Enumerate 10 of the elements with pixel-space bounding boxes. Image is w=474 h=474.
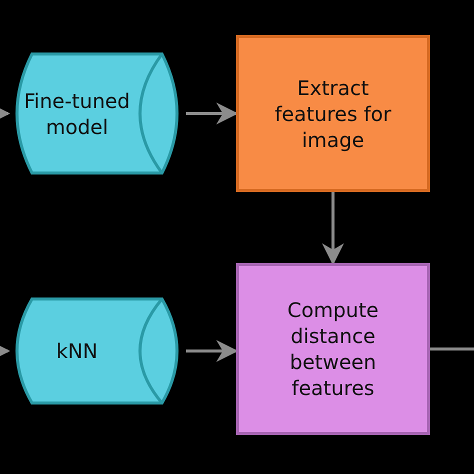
arrow <box>322 192 344 266</box>
arrow <box>186 102 238 124</box>
node-label: kNN <box>56 338 98 364</box>
process-box <box>236 35 430 192</box>
node-label: Fine-tuned model <box>23 88 131 140</box>
connector-line <box>430 348 474 350</box>
process-box <box>236 263 430 435</box>
node-label: Compute distance between features <box>286 297 380 401</box>
node-label: Extract features for image <box>274 74 392 152</box>
arrow <box>186 340 238 362</box>
